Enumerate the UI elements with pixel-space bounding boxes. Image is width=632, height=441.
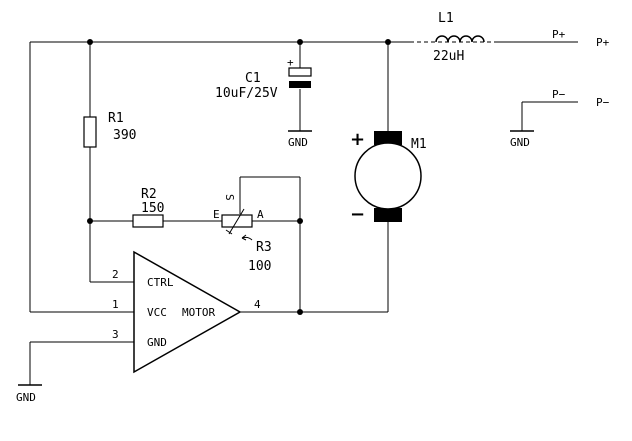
c1-negative-plate [289, 81, 311, 88]
r2-ref-label: R2 [141, 187, 157, 202]
r1-body [83, 116, 97, 148]
u1-pin3-number: 3 [112, 328, 119, 341]
junction-dot [87, 39, 93, 45]
ground-symbol-c1: GND [288, 130, 312, 149]
r3-value-label: 100 [248, 259, 271, 274]
m1-bottom-brush [374, 208, 402, 222]
u1-pin2-name: CTRL [147, 276, 174, 289]
r3-adjust-tick [225, 229, 233, 235]
ground-label-u1: GND [16, 391, 36, 404]
junction-dot [297, 218, 303, 224]
r2-value-label: 150 [141, 201, 164, 216]
resistor-r1: R1 390 [83, 111, 136, 148]
capacitor-c1: + C1 10uF/25V [215, 56, 312, 101]
c1-plus-mark: + [287, 56, 294, 69]
resistor-r2: R2 150 [132, 187, 164, 228]
motor-m1: + − M1 [350, 129, 427, 225]
l1-ref-label: L1 [438, 11, 454, 26]
r3-pin-e-label: E [213, 208, 220, 221]
m1-ref-label: M1 [411, 137, 427, 152]
trimmer-r3: E A S R3 100 [213, 194, 272, 274]
junction-dot [385, 39, 391, 45]
inductor-l1: L1 22uH [410, 11, 496, 64]
u1-pin1-number: 1 [112, 298, 119, 311]
junction-dot [87, 218, 93, 224]
c1-value-label: 10uF/25V [215, 86, 278, 101]
u1-pin2-number: 2 [112, 268, 119, 281]
p-minus-net-label: P− [552, 88, 566, 101]
junction-dots [87, 39, 391, 315]
p-minus-terminal-label: P− [596, 96, 610, 109]
u1-pin4-name: MOTOR [182, 306, 215, 319]
u1-pin1-name: VCC [147, 306, 167, 319]
r1-ref-label: R1 [108, 111, 124, 126]
u1-pin3-name: GND [147, 336, 167, 349]
u1-body [133, 250, 242, 374]
r1-value-label: 390 [113, 128, 136, 143]
junction-dot [297, 39, 303, 45]
r3-pin-s-label: S [223, 194, 236, 201]
m1-body [354, 142, 422, 210]
m1-top-brush [374, 131, 402, 145]
driver-u1: 2 CTRL 1 VCC 3 GND 4 MOTOR [112, 250, 261, 374]
l1-coil [435, 35, 485, 43]
p-plus-net-label: P+ [552, 28, 566, 41]
c1-ref-label: C1 [245, 71, 261, 86]
p-plus-terminal-label: P+ [596, 36, 610, 49]
m1-minus-mark: − [350, 204, 365, 225]
m1-plus-mark: + [350, 129, 365, 150]
wires [29, 41, 578, 385]
r3-ref-label: R3 [256, 240, 272, 255]
r3-direction-arrow-icon [241, 234, 253, 241]
u1-pin4-number: 4 [254, 298, 261, 311]
ground-label-p-minus: GND [510, 136, 530, 149]
r3-adjust-line [228, 208, 245, 235]
c1-positive-plate [288, 67, 312, 77]
ground-symbol-p-minus: GND [510, 130, 534, 149]
r3-pin-a-label: A [257, 208, 264, 221]
junction-dot [297, 309, 303, 315]
l1-value-label: 22uH [433, 49, 464, 64]
r2-body [132, 214, 164, 228]
ground-label-c1: GND [288, 136, 308, 149]
ground-symbol-u1: GND [16, 384, 42, 404]
